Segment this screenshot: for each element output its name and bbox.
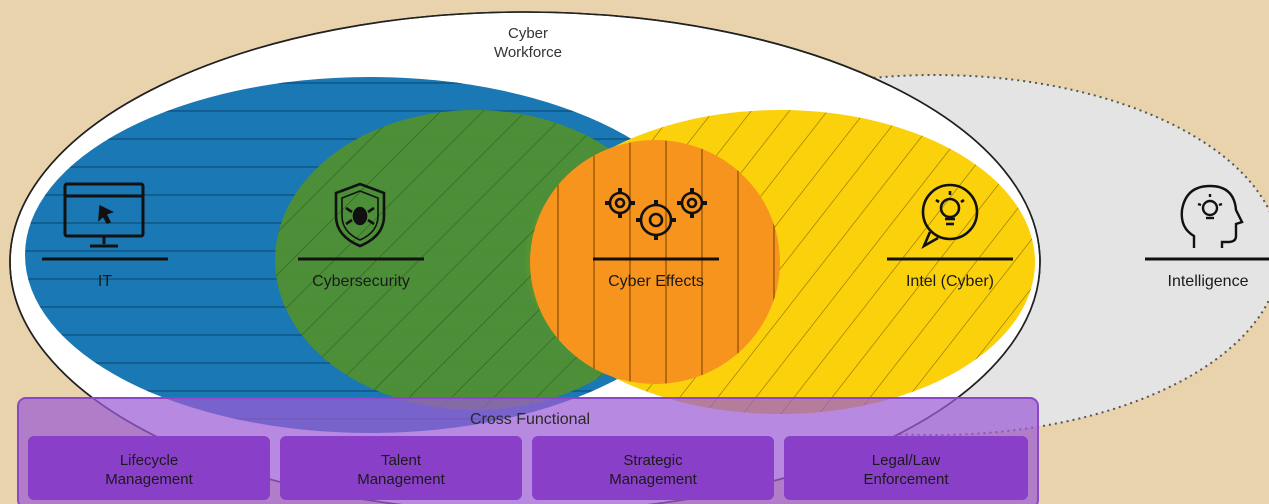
lightbulb-bubble-icon [921,183,979,250]
cyber-effects-label: Cyber Effects [608,273,704,290]
lifecycle-management-box: Lifecycle Management [28,436,270,500]
legal-law-enforcement-line2: Enforcement [863,471,949,488]
talent-management-line1: Talent [381,452,422,469]
legal-law-enforcement-line1: Legal/Law [872,452,941,469]
monitor-cursor-icon [63,182,145,248]
lifecycle-management-line2: Management [105,471,193,488]
workforce-title-line1: Cyber [508,25,548,42]
strategic-management-box: Strategic Management [532,436,774,500]
strategic-management-line1: Strategic [623,452,683,469]
legal-law-enforcement-box: Legal/Law Enforcement [784,436,1028,500]
cross-functional-panel: Cross Functional Lifecycle Management Ta… [17,397,1039,504]
cybersecurity-label: Cybersecurity [312,273,410,290]
cross-functional-title: Cross Functional [470,411,590,428]
it-label: IT [98,273,112,290]
shield-bug-icon [334,182,386,248]
head-lightbulb-icon [1180,184,1244,248]
intel-cyber-label: Intel (Cyber) [906,273,994,290]
intelligence-label: Intelligence [1168,273,1249,290]
strategic-management-line2: Management [609,471,697,488]
cyber-effects-region [530,140,780,384]
lifecycle-management-line1: Lifecycle [120,452,178,469]
workforce-title-line2: Workforce [494,44,562,61]
talent-management-line2: Management [357,471,445,488]
talent-management-box: Talent Management [280,436,522,500]
gears-icon [605,188,707,240]
